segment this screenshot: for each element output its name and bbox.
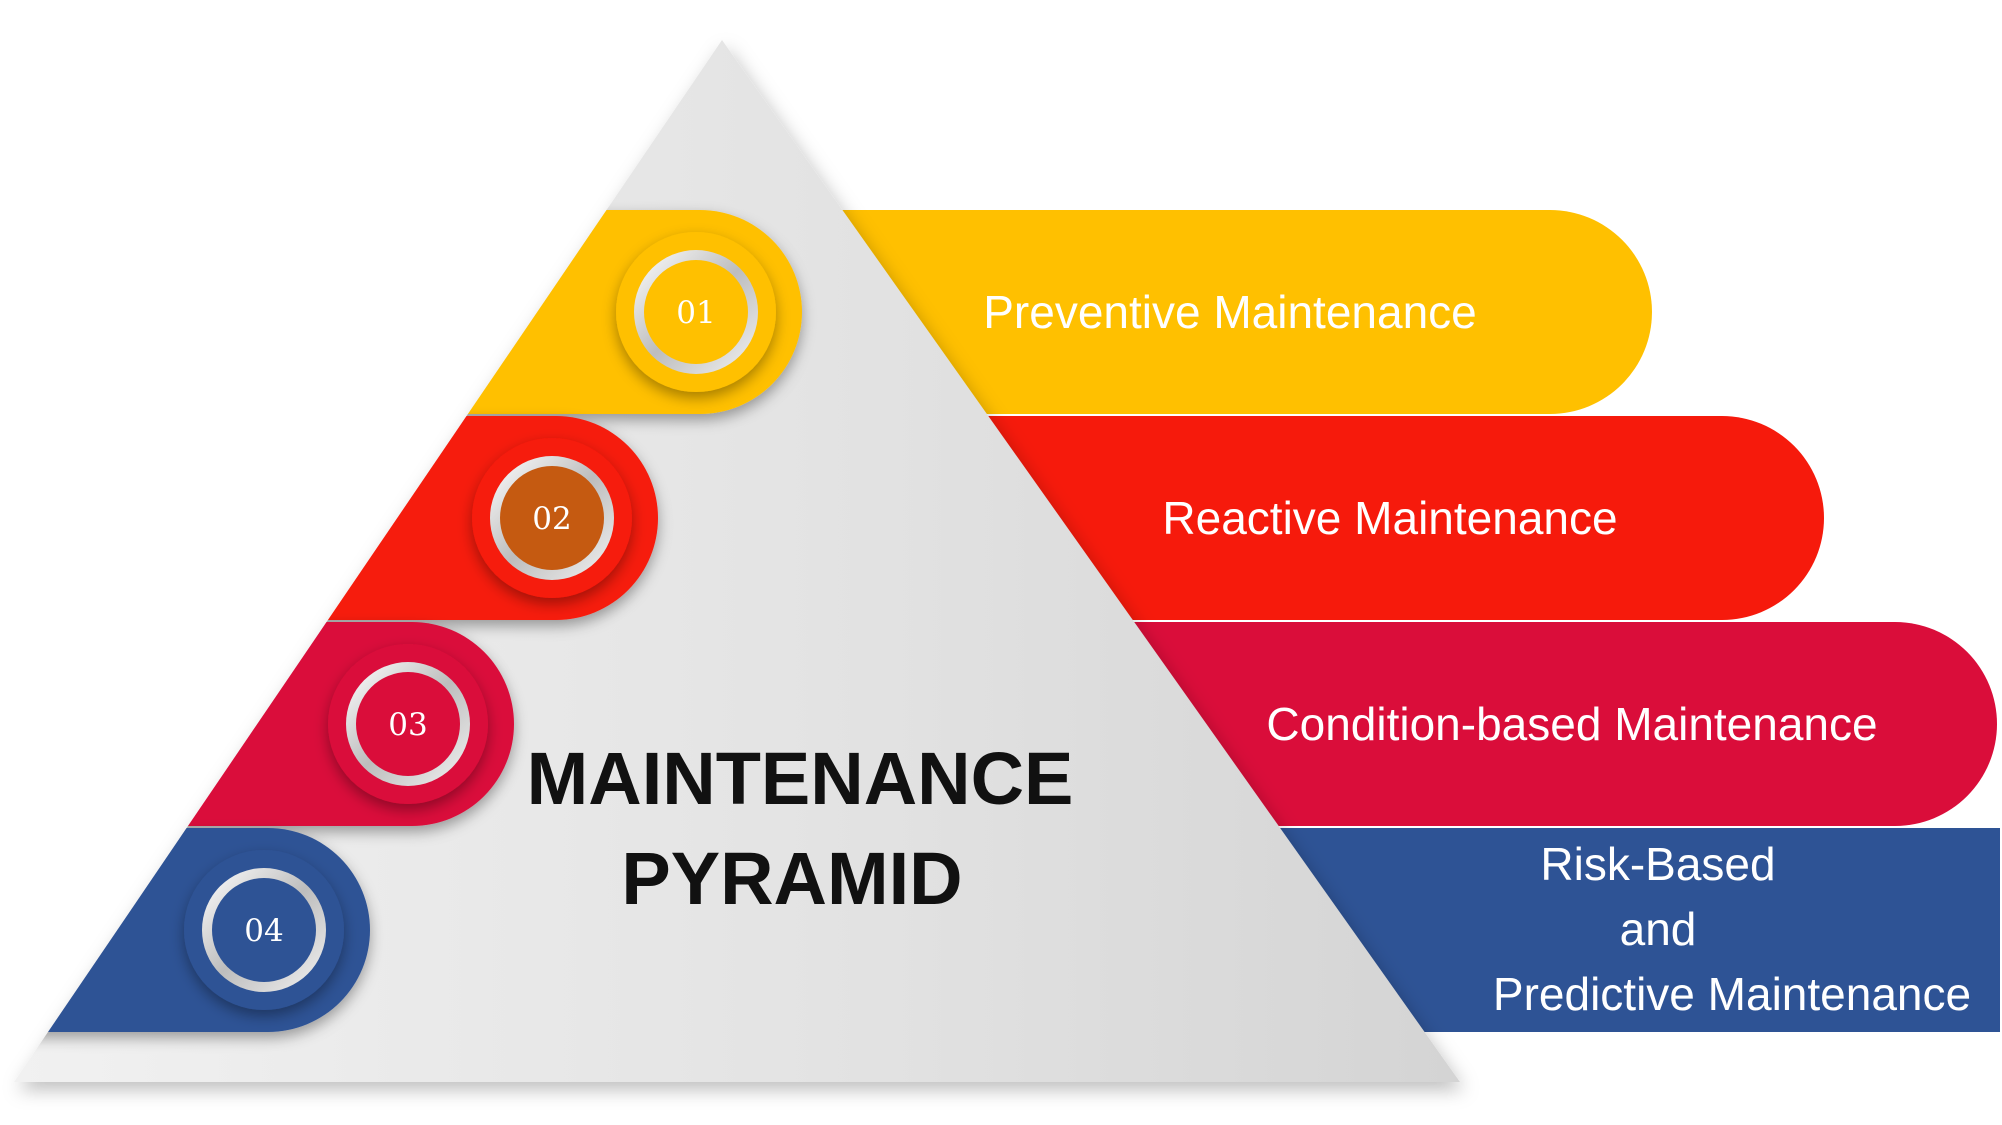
label-risk-line-2: and — [1620, 903, 1697, 955]
badge-01: 01 — [616, 232, 776, 392]
label-preventive: Preventive Maintenance — [983, 286, 1477, 338]
badge-03: 03 — [328, 644, 488, 804]
label-risk-line-3: Predictive Maintenance — [1493, 968, 1971, 1020]
bar-03 — [1120, 622, 1997, 826]
label-condition-based: Condition-based Maintenance — [1266, 698, 1877, 750]
badge-number-02: 02 — [532, 501, 571, 537]
badge-02: 02 — [472, 438, 632, 598]
label-risk-line-1: Risk-Based — [1540, 838, 1775, 890]
title-line-2: PYRAMID — [621, 837, 962, 920]
title-line-1: MAINTENANCE — [527, 737, 1074, 820]
badge-number-01: 01 — [676, 295, 715, 331]
badge-04: 04 — [184, 850, 344, 1010]
label-reactive: Reactive Maintenance — [1162, 492, 1617, 544]
bar-01 — [790, 210, 1652, 414]
badge-number-04: 04 — [244, 913, 283, 949]
bar-02 — [970, 416, 1824, 620]
badge-number-03: 03 — [388, 707, 427, 743]
